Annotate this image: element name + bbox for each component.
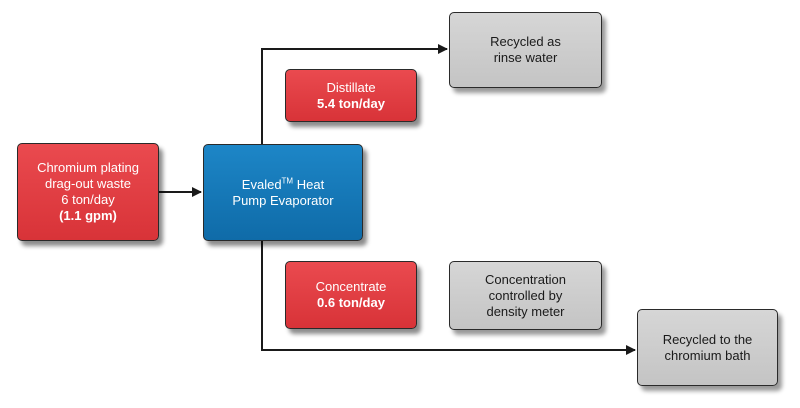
arrow-concentrate-to-bath bbox=[261, 241, 636, 355]
input-line-1: Chromium plating bbox=[37, 160, 139, 175]
density-line-1: Concentration bbox=[485, 271, 566, 287]
distillate-label: Distillate bbox=[326, 79, 376, 95]
arrow-distillate-to-rinse bbox=[261, 44, 448, 144]
input-line-2: drag-out waste bbox=[45, 176, 131, 191]
distillate-box: Distillate 5.4 ton/day bbox=[285, 69, 417, 122]
rinse-water-box: Recycled as rinse water bbox=[449, 12, 602, 88]
density-line-2: controlled by bbox=[488, 287, 563, 303]
input-line-4: (1.1 gpm) bbox=[59, 208, 117, 223]
distillate-flow: 5.4 ton/day bbox=[317, 95, 385, 111]
chromium-bath-box: Recycled to the chromium bath bbox=[637, 309, 778, 386]
evaporator-line-2: Pump Evaporator bbox=[232, 192, 334, 208]
input-waste-box: Chromium plating drag-out waste 6 ton/da… bbox=[17, 143, 159, 241]
trademark-mark: TM bbox=[281, 176, 294, 186]
evaporator-line-1-rest: Heat bbox=[293, 176, 325, 192]
evaporator-box: EvaledTM Heat Pump Evaporator bbox=[203, 144, 363, 241]
concentrate-box: Concentrate 0.6 ton/day bbox=[285, 261, 417, 329]
evaporator-line-1: EvaledTM Heat bbox=[242, 177, 324, 193]
density-line-3: density meter bbox=[486, 303, 565, 319]
evaporator-brand: Evaled bbox=[241, 176, 282, 192]
rinse-line-1: Recycled as bbox=[490, 34, 561, 49]
bath-line-1: Recycled to the bbox=[662, 331, 753, 347]
concentrate-flow: 0.6 ton/day bbox=[317, 295, 385, 310]
input-line-3: 6 ton/day bbox=[61, 192, 115, 207]
rinse-line-2: rinse water bbox=[493, 50, 558, 65]
bath-line-2: chromium bath bbox=[664, 347, 751, 363]
concentrate-label: Concentrate bbox=[315, 279, 387, 294]
density-meter-box: Concentration controlled by density mete… bbox=[449, 261, 602, 330]
